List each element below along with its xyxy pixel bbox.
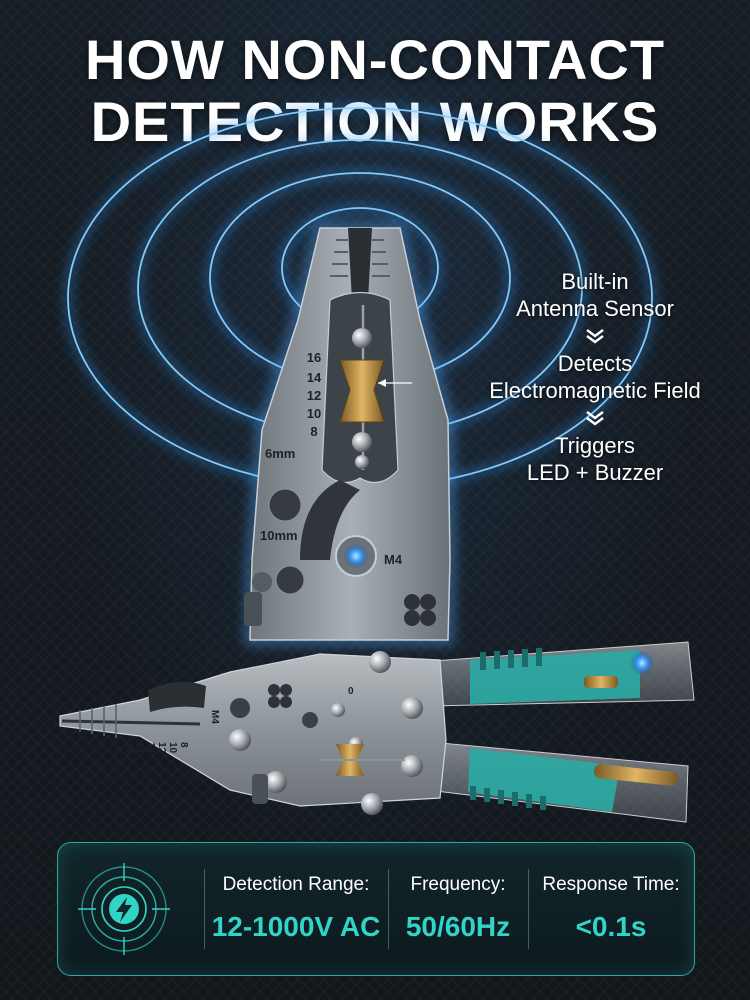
bolt-m4: M4 xyxy=(384,552,403,567)
spec-divider xyxy=(204,869,205,949)
spec-panel: Detection Range: 12-1000V AC Frequency: … xyxy=(57,842,695,976)
gauge-markings: 16 14 12 10 8 6mm 10mm M4 xyxy=(260,350,403,567)
gauge-14: 14 xyxy=(307,370,322,385)
double-chevron-down-icon xyxy=(586,329,604,344)
process-steps: Built-in Antenna Sensor Detects Electrom… xyxy=(470,268,720,486)
spec-detection-range: Detection Range: 12-1000V AC xyxy=(204,873,388,943)
spec-label: Frequency: xyxy=(410,874,506,895)
size-6mm: 6mm xyxy=(265,446,295,461)
pliers-horizontal-full xyxy=(59,641,695,823)
spec-label: Response Time: xyxy=(542,874,680,895)
headline-line-1: HOW NON-CONTACT xyxy=(84,28,666,91)
spec-value: 50/60Hz xyxy=(405,911,511,942)
hbolt-m4: M4 xyxy=(209,710,220,724)
gauge-10: 10 xyxy=(307,406,321,421)
spec-divider xyxy=(388,869,389,949)
hgauge-16: 16 xyxy=(123,742,134,754)
spec-frequency: Frequency: 50/60Hz xyxy=(388,873,528,943)
hgauge-8: 8 xyxy=(178,742,189,748)
step-3-line-2: LED + Buzzer xyxy=(526,460,664,485)
double-chevron-down-icon xyxy=(586,411,604,426)
spec-response-time: Response Time: <0.1s xyxy=(528,873,694,943)
pliers-vertical-closeup xyxy=(244,223,456,645)
step-1-line-1: Built-in xyxy=(561,269,629,294)
spec-value: 12-1000V AC xyxy=(211,911,381,942)
pliers-illustration: 16 14 12 10 8 6mm 10mm M4 xyxy=(59,105,695,823)
hgauge-14b: 14 xyxy=(145,742,156,754)
hgauge-12: 12 xyxy=(156,742,167,754)
em-wave-rings xyxy=(65,105,655,491)
spec-label: Detection Range: xyxy=(222,874,370,895)
horizontal-markings: 16 14 14 12 10 8 M4 0 xyxy=(123,686,354,754)
spec-value: <0.1s xyxy=(575,911,647,942)
step-3-line-1: Triggers xyxy=(555,433,635,458)
gauge-12: 12 xyxy=(307,388,321,403)
step-1-line-2: Antenna Sensor xyxy=(516,296,674,321)
step-2-line-2: Electromagnetic Field xyxy=(489,378,701,403)
gauge-8: 8 xyxy=(310,424,317,439)
lightning-target-icon xyxy=(78,863,170,955)
hgauge-10: 10 xyxy=(167,742,178,754)
scale-zero: 0 xyxy=(348,686,354,697)
step-2-line-1: Detects xyxy=(557,351,633,376)
hgauge-14a: 14 xyxy=(134,742,145,754)
spec-divider xyxy=(528,869,529,949)
size-10mm: 10mm xyxy=(260,528,298,543)
gauge-16: 16 xyxy=(307,350,321,365)
